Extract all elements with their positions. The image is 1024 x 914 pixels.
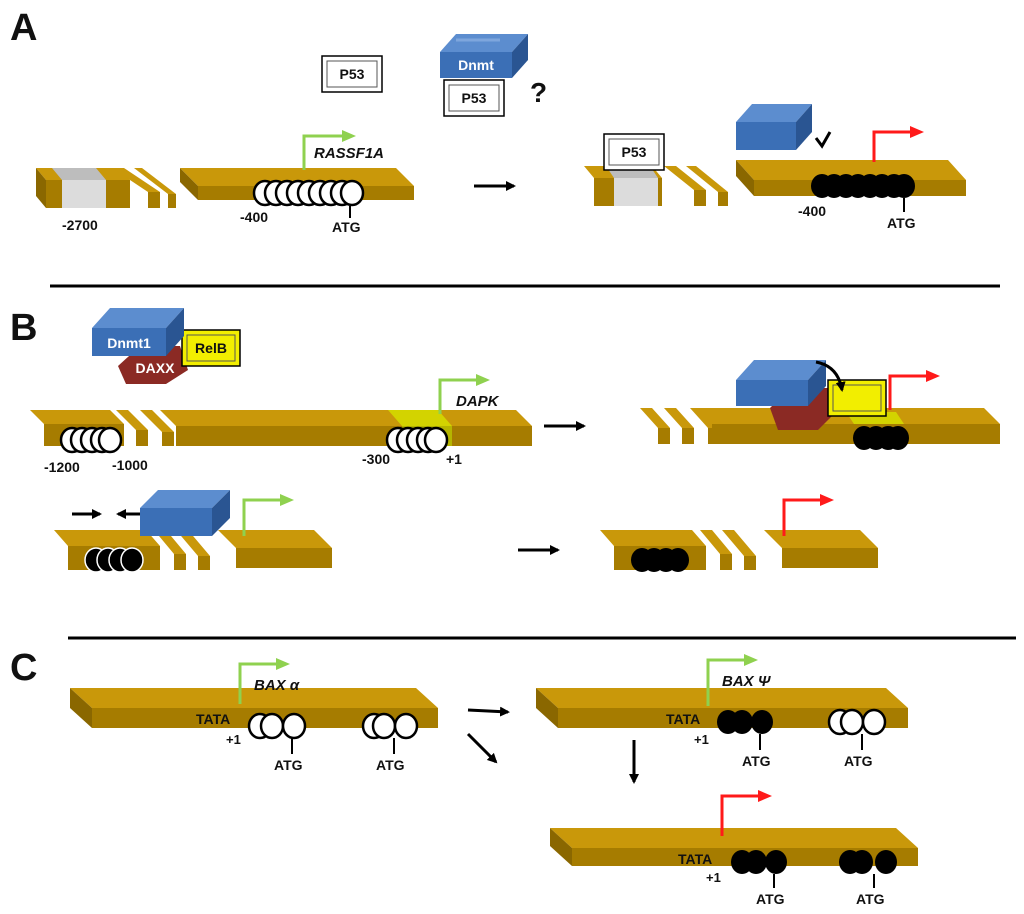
position-label: +1 [694, 732, 709, 747]
silenced-transcription-arrow [888, 370, 940, 410]
panel-b-label: B [10, 307, 37, 349]
dna-strand [36, 168, 176, 208]
unmethylated-cpg-cluster [385, 426, 449, 454]
svg-text:Dnmt1: Dnmt1 [107, 335, 151, 351]
svg-text:Dnmt: Dnmt [458, 57, 494, 73]
silenced-transcription-arrow [720, 790, 772, 836]
atg-label: ATG [856, 891, 885, 907]
gene-label: RASSF1A [314, 145, 384, 162]
process-arrow [467, 706, 510, 717]
unmethylated-cpg-cluster [252, 179, 365, 207]
methylated-cpg-cluster [731, 850, 787, 874]
methylated-cpg-cluster [631, 548, 689, 572]
dnmt-protein [140, 490, 230, 536]
active-transcription-arrow [242, 494, 294, 536]
svg-text:RelB: RelB [195, 340, 227, 356]
position-label: +1 [706, 870, 721, 885]
gene-label: DAPK [456, 393, 500, 410]
panel-b: DAXX RelB Dnmt1 [30, 308, 1000, 573]
tata-label: TATA [196, 711, 230, 727]
dnmt-protein [736, 104, 812, 150]
methylated-cpg-cluster [84, 547, 144, 573]
active-transcription-arrow [238, 658, 290, 704]
methylation-arrow [815, 360, 846, 392]
methylated-cpg-cluster [811, 174, 915, 198]
panel-c-label: C [10, 647, 37, 689]
methylated-cpg-cluster [839, 850, 897, 874]
panel-a-label: A [10, 7, 37, 49]
p53-protein: P53 [443, 79, 505, 117]
methylated-cpg-cluster [853, 426, 909, 450]
unmethylated-cpg-cluster [59, 426, 123, 454]
process-arrow [466, 732, 498, 764]
position-label: -300 [362, 451, 390, 467]
dnmt1-protein: Dnmt1 [92, 308, 184, 356]
dnmt-protein: Dnmt [440, 34, 528, 78]
relb-protein [827, 379, 887, 417]
panel-a: -2700 -400 ATG RASSF1A P53 [36, 34, 966, 235]
position-label: -2700 [62, 217, 98, 233]
atg-label: ATG [274, 757, 303, 773]
question-mark: ? [530, 77, 547, 108]
active-transcription-arrow [438, 374, 490, 414]
atg-label: ATG [887, 215, 916, 231]
position-label: +1 [446, 451, 462, 467]
p53-protein: P53 [603, 133, 665, 171]
methylation-arrow [814, 131, 832, 149]
svg-text:P53: P53 [622, 144, 647, 160]
position-label: -1000 [112, 457, 148, 473]
svg-text:P53: P53 [462, 90, 487, 106]
position-label: -400 [240, 209, 268, 225]
atg-label: ATG [742, 753, 771, 769]
methylated-cpg-cluster [717, 710, 773, 734]
atg-label: ATG [376, 757, 405, 773]
silenced-transcription-arrow [782, 494, 834, 536]
tata-label: TATA [678, 851, 712, 867]
silenced-transcription-arrow [872, 126, 924, 162]
gene-label: BAX α [254, 677, 300, 694]
dna-strand [584, 166, 728, 206]
panel-c: BAX α TATA +1 ATG ATG BAX Ψ TATA +1 [70, 654, 918, 907]
gene-label: BAX Ψ [722, 673, 771, 690]
position-label: -1200 [44, 459, 80, 475]
position-label: +1 [226, 732, 241, 747]
position-label: -400 [798, 203, 826, 219]
atg-label: ATG [332, 219, 361, 235]
active-transcription-arrow [302, 130, 356, 170]
svg-text:P53: P53 [340, 66, 365, 82]
tata-label: TATA [666, 711, 700, 727]
unmethylated-cpg-cluster [361, 712, 419, 740]
relb-protein: RelB [181, 329, 241, 367]
svg-text:DAXX: DAXX [136, 360, 176, 376]
dnmt1-protein [736, 360, 826, 406]
unmethylated-cpg-cluster [247, 712, 307, 740]
atg-label: ATG [756, 891, 785, 907]
active-transcription-arrow [706, 654, 758, 706]
unmethylated-cpg-cluster [827, 708, 887, 736]
atg-label: ATG [844, 753, 873, 769]
p53-protein: P53 [321, 55, 383, 93]
